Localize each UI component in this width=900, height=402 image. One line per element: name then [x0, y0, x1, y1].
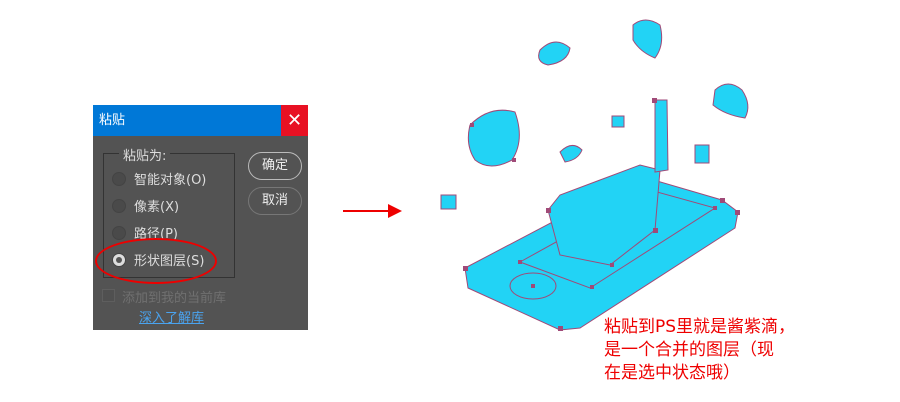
learn-more-link[interactable]: 深入了解库 [139, 311, 205, 326]
phone-shape-layer [440, 19, 749, 331]
highlight-ellipse [95, 238, 217, 284]
radio-label: 智能对象(O) [134, 173, 207, 188]
ok-button[interactable]: 确定 [248, 152, 302, 180]
group-label: 粘贴为: [119, 145, 171, 164]
radio-icon[interactable] [112, 171, 126, 186]
radio-icon[interactable] [112, 225, 126, 240]
paste-dialog: 粘贴 ✕ 粘贴为: 智能对象(O) 像素(X) 路径(P) 形状图层(S) 确定… [93, 105, 308, 330]
add-to-library-checkbox[interactable] [102, 289, 115, 302]
add-to-library-label: 添加到我的当前库 [122, 291, 227, 306]
cancel-button[interactable]: 取消 [248, 187, 302, 215]
radio-smart-object[interactable]: 智能对象(O) [112, 169, 206, 188]
arrow-icon [343, 204, 402, 218]
anchor-points [463, 98, 740, 331]
radio-icon[interactable] [112, 198, 126, 213]
close-button[interactable]: ✕ [281, 105, 308, 136]
radio-label: 像素(X) [134, 200, 180, 215]
dialog-titlebar: 粘贴 ✕ [93, 105, 308, 136]
annotation-line: 是一个合并的图层（现 [604, 340, 774, 360]
annotation-text: 粘贴到PS里就是酱紫滴， 是一个合并的图层（现 在是选中状态哦） [604, 316, 844, 385]
annotation-line: 在是选中状态哦） [604, 363, 740, 383]
dialog-title: 粘贴 [99, 113, 126, 128]
radio-pixels[interactable]: 像素(X) [112, 196, 179, 215]
annotation-line: 粘贴到PS里就是酱紫滴， [604, 317, 796, 337]
